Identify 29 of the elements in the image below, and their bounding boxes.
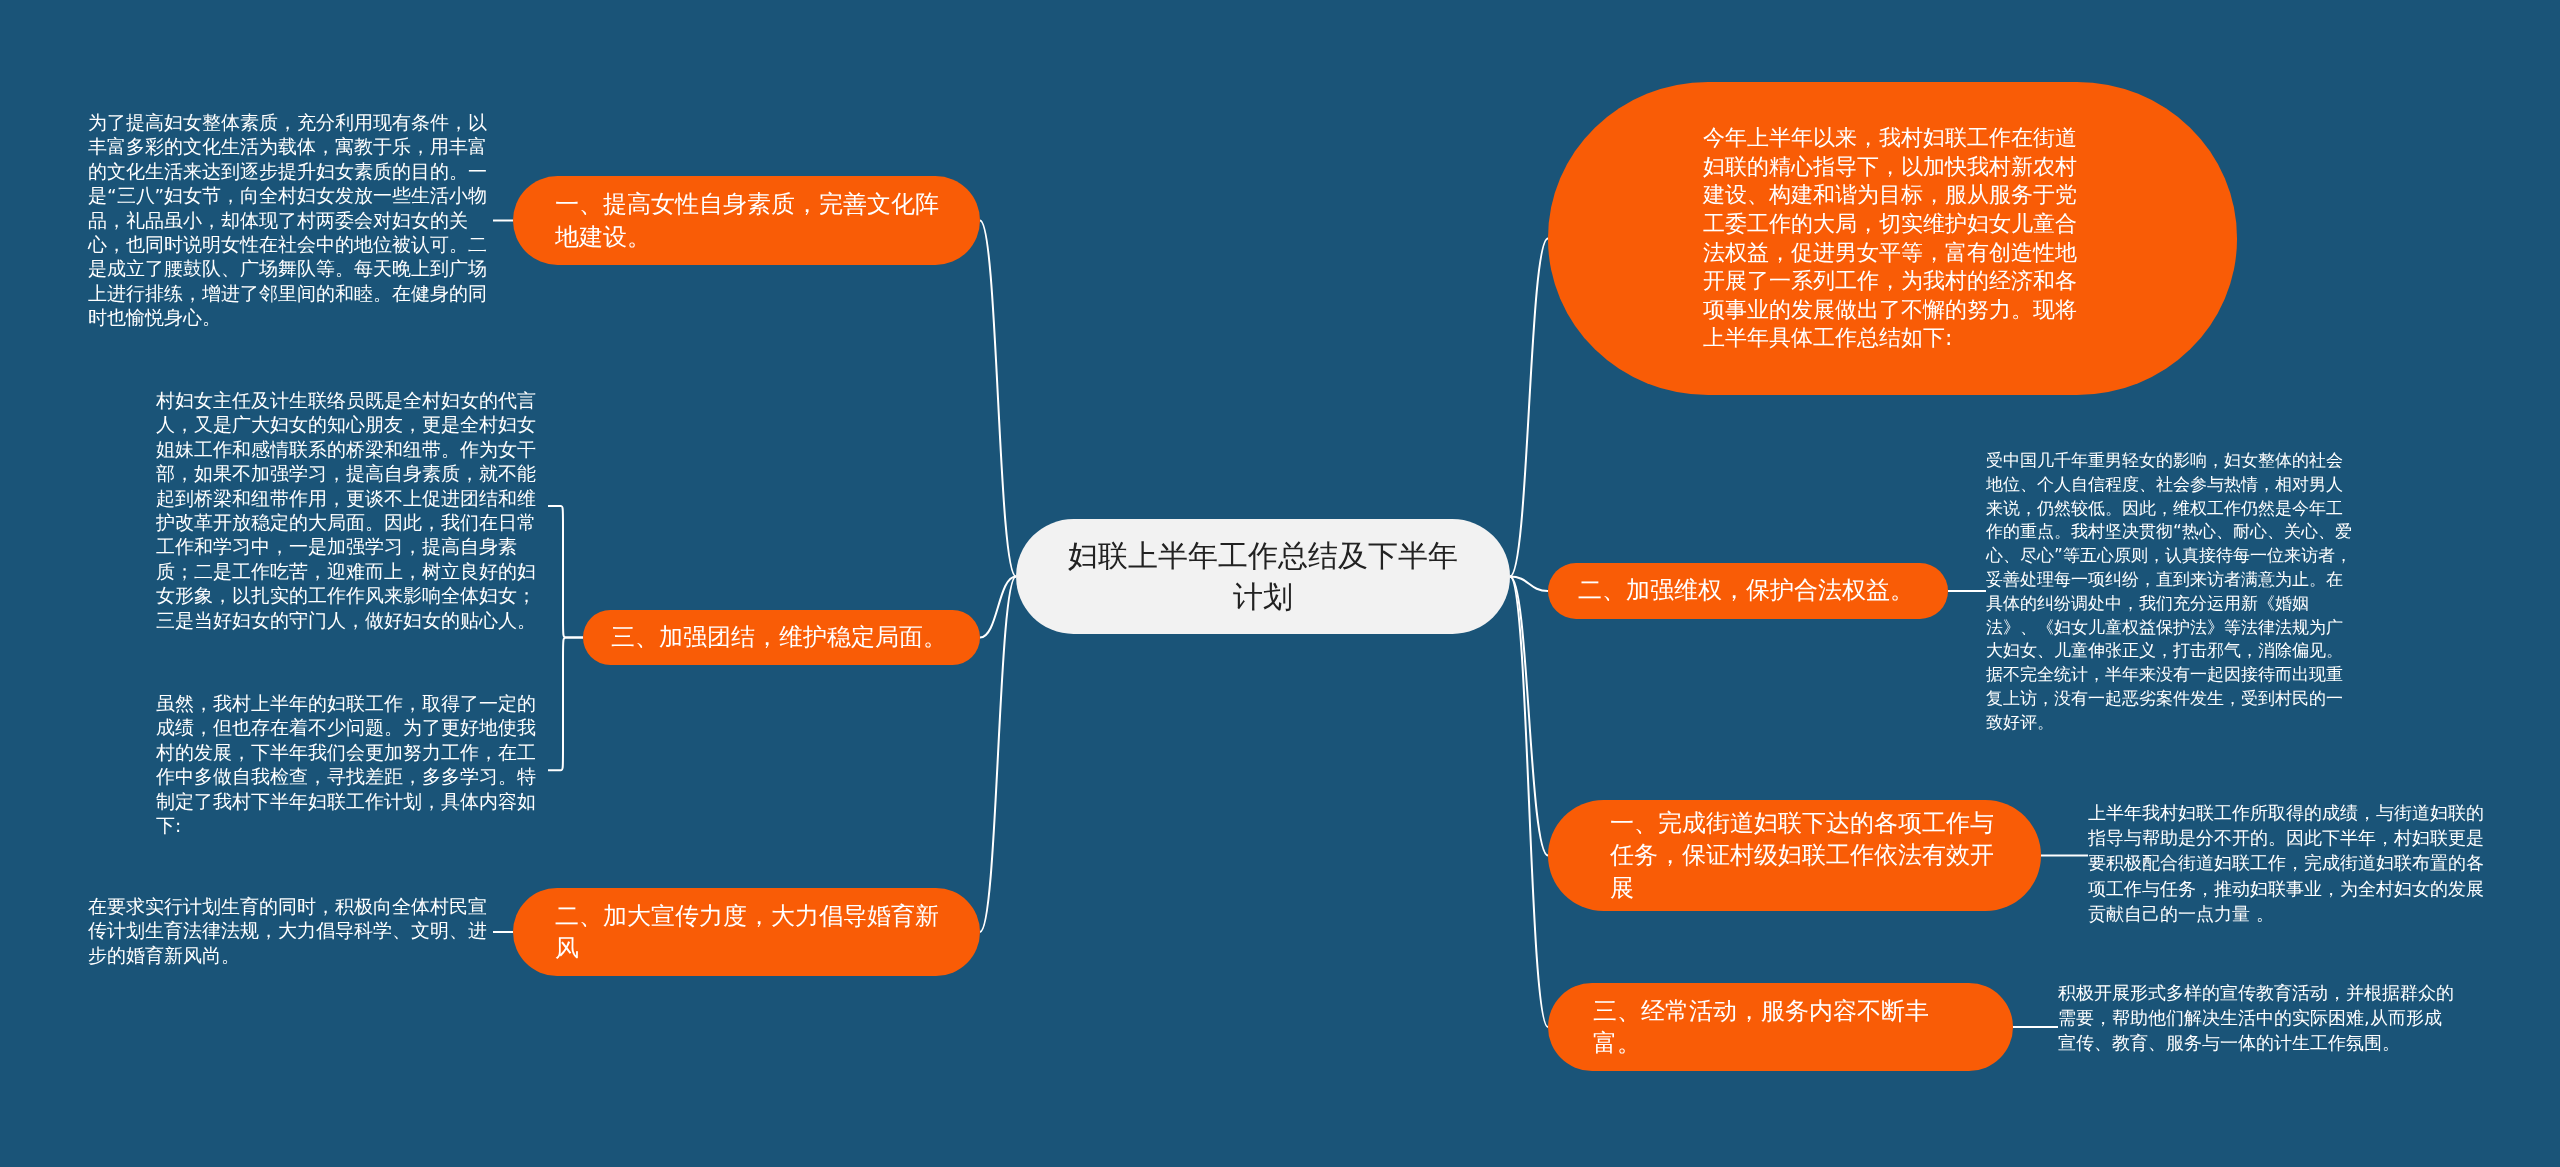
- connector-line: [1947, 590, 1987, 592]
- connector-line: [979, 219, 1017, 578]
- topic-text: 三、经常活动，服务内容不断丰富。: [1593, 995, 1930, 1059]
- connector-line: [979, 575, 1017, 639]
- note-text: 虽然，我村上半年的妇联工作，取得了一定的成绩，但也存在着不少问题。为了更好地使我村的发展，下半年我们会更加努力工作，在工作中多做自我检查，寻找差距，多多学习。特制定了我村下半年妇联工作计划，具体内容如下:: [156, 692, 537, 839]
- connector-line: [1509, 575, 1549, 857]
- connector-line: [979, 575, 1017, 933]
- note-text: 积极开展形式多样的宣传教育活动，并根据群众的需要，帮助他们解决生活中的实际困难,从而形成宣传、教育、服务与一体的计生工作氛围。: [2058, 981, 2455, 1056]
- topic-pill: [1548, 563, 1948, 619]
- topic-text: 三、加强团结，维护稳定局面。: [611, 621, 947, 653]
- note-text: 村妇女主任及计生联络员既是全村妇女的代言人，又是广大妇女的知心朋友，更是全村妇女姐妹工作和感情联系的桥梁和纽带。作为女干部，如果不加强学习，提高自身素质，就不能起到桥梁和纽带作用，更谈不上促进团结和维护改革开放稳定的大局面。因此，我们在日常工作和学习中，一是加强学习，提高自身素质；二是工作吃苦，迎难而上，树立良好的妇女形象，以扎实的工作作风来影响全体妇女；三是当好妇女的守门人，做好妇女的贴心人。: [156, 389, 537, 633]
- topic-text: 一、提高女性自身素质，完善文化阵地建设。: [555, 189, 940, 253]
- connector-line: [2012, 1026, 2059, 1028]
- note-text: 为了提高妇女整体素质，充分利用现有条件，以丰富多彩的文化生活为载体，寓教于乐，用丰富的文化生活来达到逐步提升妇女素质的目的。一是“三八”妇女节，向全村妇女发放一些生活小物品，礼品虽小，却体现了村两委会对妇女的关心，也同时说明女性在社会中的地位被认可。二是成立了腰鼓队、广场舞队等。每天晚上到广场上进行排练，增进了邻里间的和睦。在健身的同时也愉悦身心。: [88, 111, 489, 331]
- topic-pill: [583, 610, 980, 665]
- connector-line: [2040, 854, 2089, 857]
- connector-line: [492, 931, 514, 933]
- topic-text: 今年上半年以来，我村妇联工作在街道妇联的精心指导下，以加快我村新农村建设、构建和谐为目标，服从服务于党工委工作的大局，切实维护妇女儿童合法权益，促进男女平等，富有创造性地开展了一系列工作，为我村的经济和各项事业的发展做出了不懈的努力。现将上半年具体工作总结如下:: [1703, 124, 2078, 353]
- topic-text: 一、完成街道妇联下达的各项工作与任务，保证村级妇联工作依法有效开展: [1610, 807, 1995, 904]
- note-text: 在要求实行计划生育的同时，积极向全体村民宣传计划生育法律法规，大力倡导科学、文明、进步的婚育新风尚。: [88, 895, 488, 968]
- connector-line: [1509, 237, 1549, 578]
- connector-line: [1509, 575, 1549, 592]
- connector-line: [492, 219, 514, 222]
- note-text: 受中国几千年重男轻女的影响，妇女整体的社会地位、个人自信程度、社会参与热情，相对男人来说，仍然较低。因此，维权工作仍然是今年工作的重点。我村坚决贯彻“热心、耐心、关心、爱心、尽心”等五心原则，认真接待每一位来访者，妥善处理每一项纠纷，直到来访者满意为止。在具体的纠纷调处中，我们充分运用新《婚姻法》、《妇女儿童权益保护法》等法律法规为广大妇女、儿童伸张正义，打击邪气，消除偏见。据不完全统计，半年来没有一起因接待而出现重复上访，没有一起恶劣案件发生，受到村民的一致好评。: [1986, 449, 2352, 734]
- note-text: 上半年我村妇联工作所取得的成绩，与街道妇联的指导与帮助是分不开的。因此下半年，村妇联更是要积极配合街道妇联工作，完成街道妇联布置的各项工作与任务，推动妇联事业，为全村妇女的发展贡献自己的一点力量 。: [2088, 801, 2485, 926]
- connector-line: [1509, 575, 1549, 1028]
- topic-text: 妇联上半年工作总结及下半年计划: [1067, 537, 1459, 616]
- topic-text: 二、加强维权，保护合法权益。: [1578, 575, 1914, 607]
- topic-text: 二、加大宣传力度，大力倡导婚育新风: [555, 900, 940, 964]
